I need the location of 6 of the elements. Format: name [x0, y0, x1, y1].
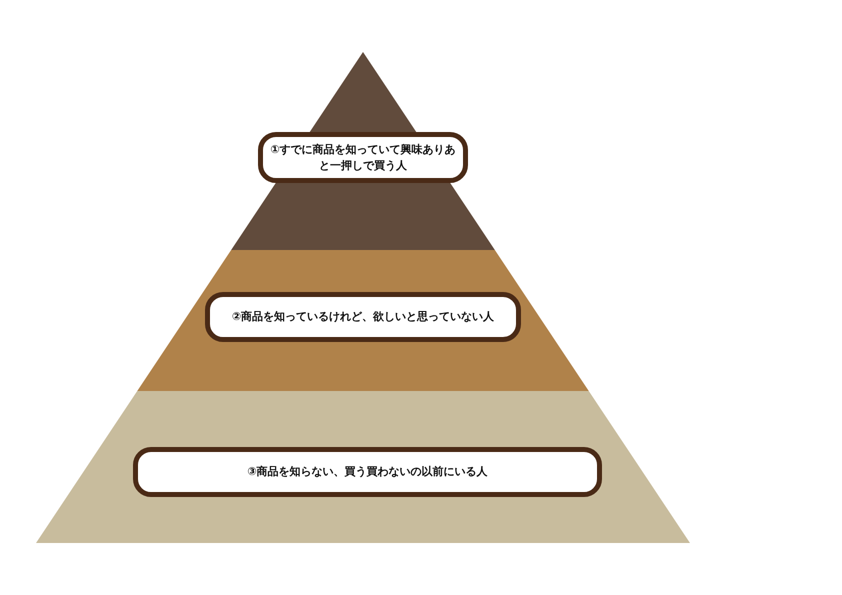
tier-description: ③商品を知らない、買う買わないの以前にいる人 — [247, 464, 488, 480]
tier-description: ②商品を知っているけれど、欲しいと思っていない人 — [232, 309, 494, 325]
tier-description: ①すでに商品を知っていて興味ありあと一押しで買う人 — [269, 142, 457, 174]
label-box — [133, 447, 602, 497]
label-box — [205, 292, 521, 342]
label-box — [258, 132, 468, 183]
